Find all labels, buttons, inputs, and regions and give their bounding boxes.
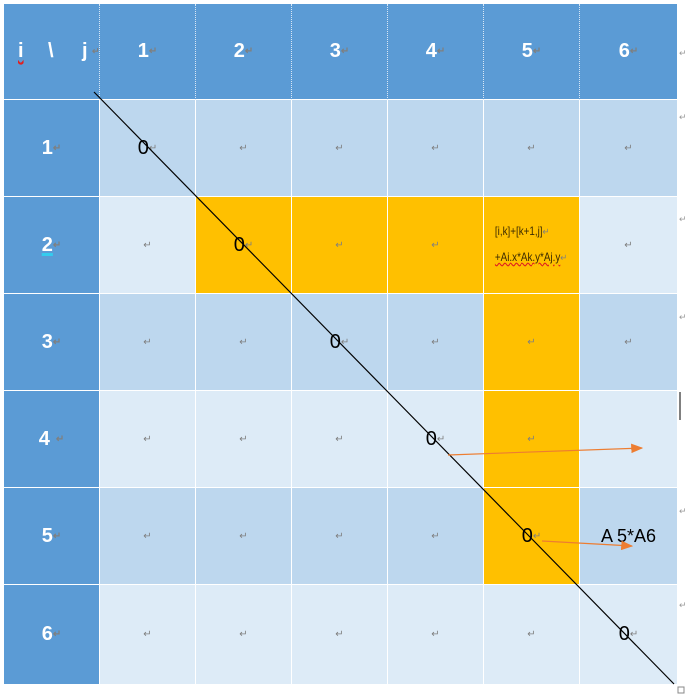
col-header-3: 3↵ [292, 4, 388, 100]
cell-6-5: ↵ [484, 585, 580, 685]
matrix-table: i \ j ↵ 1↵ 2↵ 3↵ 4↵ 5↵ 6↵ 1↵ 0↵ ↵ ↵ ↵ ↵ … [4, 4, 678, 685]
cell-1-4: ↵ [388, 100, 484, 197]
cell-4-6 [580, 391, 678, 488]
corner-i: i [18, 40, 24, 62]
cell-6-1: ↵ [100, 585, 196, 685]
cell-3-1: ↵ [100, 294, 196, 391]
col-header-2: 2↵ [196, 4, 292, 100]
cell-6-4: ↵ [388, 585, 484, 685]
cell-4-5: ↵ [484, 391, 580, 488]
margin-return-mark: ↵ [679, 600, 685, 610]
cell-5-5: 0↵ [484, 488, 580, 585]
cell-3-6: ↵ [580, 294, 678, 391]
cell-5-4: ↵ [388, 488, 484, 585]
corner-marker [677, 686, 685, 694]
cell-3-2: ↵ [196, 294, 292, 391]
corner-j: j [82, 40, 88, 62]
margin-return-mark: ↵ [679, 506, 685, 516]
cell-2-2: 0↵ [196, 197, 292, 294]
col-header-5: 5↵ [484, 4, 580, 100]
cell-1-2: ↵ [196, 100, 292, 197]
cell-2-4: ↵ [388, 197, 484, 294]
cell-4-2: ↵ [196, 391, 292, 488]
cell-6-2: ↵ [196, 585, 292, 685]
cell-5-6: A 5*A6 [580, 488, 678, 585]
cell-3-3: 0↵ [292, 294, 388, 391]
margin-return-mark: ↵ [679, 112, 685, 122]
cell-2-1: ↵ [100, 197, 196, 294]
return-mark: ↵ [92, 46, 100, 56]
col-header-4: 4↵ [388, 4, 484, 100]
cell-5-1: ↵ [100, 488, 196, 585]
cell-1-1: 0↵ [100, 100, 196, 197]
cell-6-3: ↵ [292, 585, 388, 685]
cell-1-5: ↵ [484, 100, 580, 197]
cell-5-2: ↵ [196, 488, 292, 585]
corner-sep: \ [48, 40, 54, 62]
cell-1-3: ↵ [292, 100, 388, 197]
col-header-6: 6↵ [580, 4, 678, 100]
row-header-3: 3↵ [4, 294, 100, 391]
col-header-1: 1↵ [100, 4, 196, 100]
row-header-6: 6↵ [4, 585, 100, 685]
corner-header: i \ j ↵ [4, 4, 100, 100]
cell-4-3: ↵ [292, 391, 388, 488]
cell-3-4: ↵ [388, 294, 484, 391]
cell-2-3: ↵ [292, 197, 388, 294]
cell-6-6: 0↵ [580, 585, 678, 685]
cell-2-6: ↵ [580, 197, 678, 294]
row-header-5: 5↵ [4, 488, 100, 585]
cell-2-5-formula: [i,k]+[k+1,j]↵ +Ai.x*Ak.y*Aj.y↵ [484, 197, 580, 294]
margin-return-mark: ↵ [679, 214, 685, 224]
cell-4-4: 0↵ [388, 391, 484, 488]
row-header-2: 2↵ [4, 197, 100, 294]
cell-1-6: ↵ [580, 100, 678, 197]
cell-4-1: ↵ [100, 391, 196, 488]
cell-5-3: ↵ [292, 488, 388, 585]
formula-text: [i,k]+[k+1,j]↵ +Ai.x*Ak.y*Aj.y↵ [495, 224, 568, 264]
margin-return-mark: ↵ [679, 312, 685, 322]
row-header-4: 4↵ [4, 391, 100, 488]
margin-return-mark: ↵ [679, 48, 685, 58]
row-header-1: 1↵ [4, 100, 100, 197]
cell-3-5: ↵ [484, 294, 580, 391]
